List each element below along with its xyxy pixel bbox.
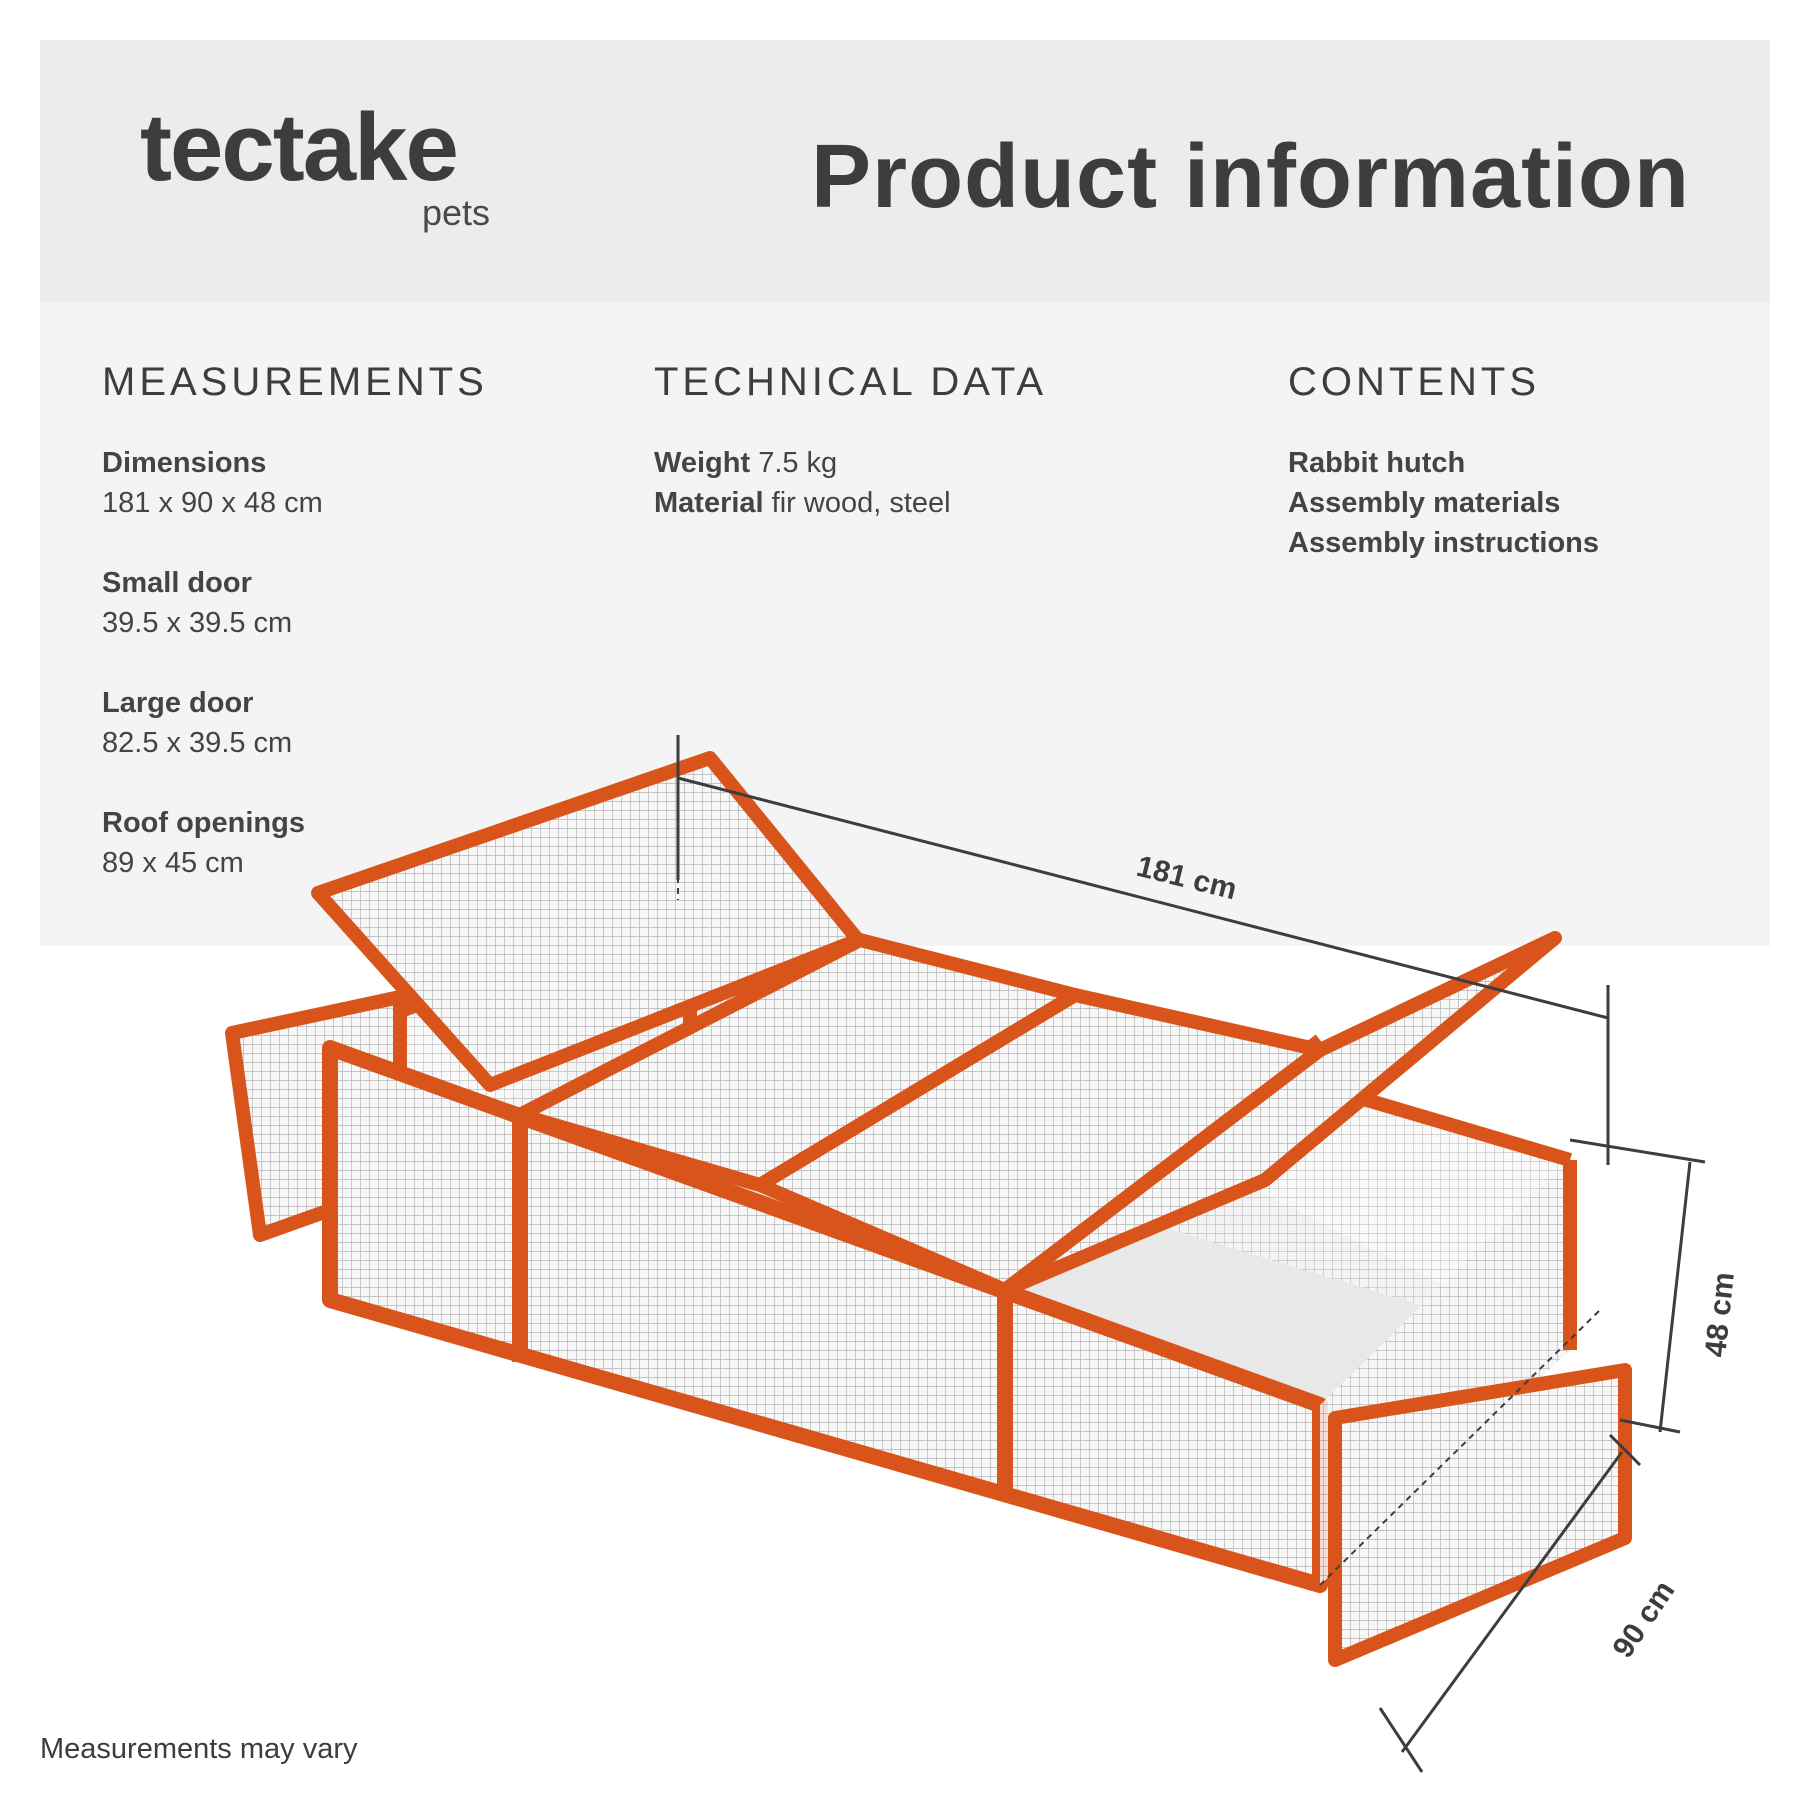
spec-item: Small door 39.5 x 39.5 cm	[102, 563, 602, 643]
footnote: Measurements may vary	[40, 1733, 358, 1765]
depth-dimension-line	[1400, 1451, 1624, 1753]
spec-value: 82.5 x 39.5 cm	[102, 727, 293, 759]
contents-item-label: Assembly instructions	[1288, 527, 1600, 559]
measurements-heading: MEASUREMENTS	[102, 360, 488, 404]
brand-logo: tectake pets	[140, 94, 500, 234]
spec-value: 39.5 x 39.5 cm	[102, 607, 293, 639]
spec-item: Dimensions 181 x 90 x 48 cm	[102, 443, 602, 523]
spec-item: Roof openings 89 x 45 cm	[102, 803, 602, 883]
technical-data-column: TECHNICAL DATA Weight 7.5 kg Material fi…	[654, 360, 1214, 523]
page-title: Product information	[811, 127, 1690, 227]
roof-opening-right	[998, 931, 1562, 1297]
contents-item: Assembly instructions	[1288, 523, 1748, 563]
height-dimension-line	[1658, 1161, 1692, 1433]
spec-label: Roof openings	[102, 807, 305, 839]
length-dimension-line	[677, 776, 1609, 1020]
contents-item-label: Rabbit hutch	[1288, 447, 1466, 479]
contents-item: Assembly materials	[1288, 483, 1748, 523]
hutch-front-wall	[330, 1048, 1320, 1585]
spec-label: Small door	[102, 567, 252, 599]
tech-row: Material fir wood, steel	[654, 483, 1214, 523]
spec-value: 181 x 90 x 48 cm	[102, 487, 323, 519]
brand-subline: pets	[421, 192, 490, 233]
tech-label: Material	[654, 487, 764, 519]
spec-value: 89 x 45 cm	[102, 847, 244, 879]
measurements-column: MEASUREMENTS Dimensions 181 x 90 x 48 cm…	[102, 360, 602, 923]
length-dimension-label: 181 cm	[1133, 850, 1240, 907]
info-panel: MEASUREMENTS Dimensions 181 x 90 x 48 cm…	[40, 302, 1770, 946]
contents-item: Rabbit hutch	[1288, 443, 1748, 483]
spec-label: Dimensions	[102, 447, 267, 479]
contents-heading: CONTENTS	[1288, 360, 1540, 404]
large-door-right	[1328, 1363, 1632, 1667]
tech-value: 7.5 kg	[758, 447, 838, 479]
roof-middle-panels	[513, 933, 1327, 1297]
brand-name: tectake	[140, 94, 459, 201]
spec-item: Large door 82.5 x 39.5 cm	[102, 683, 602, 763]
tech-value: fir wood, steel	[771, 487, 951, 519]
height-dimension-label: 48 cm	[1699, 1271, 1741, 1359]
header-banner: tectake pets Product information	[40, 40, 1770, 302]
contents-item-label: Assembly materials	[1288, 487, 1561, 519]
tech-row: Weight 7.5 kg	[654, 443, 1214, 483]
tech-label: Weight	[654, 447, 751, 479]
technical-data-heading: TECHNICAL DATA	[654, 360, 1048, 404]
contents-column: CONTENTS Rabbit hutch Assembly materials…	[1288, 360, 1748, 563]
spec-label: Large door	[102, 687, 254, 719]
depth-dimension-label: 90 cm	[1606, 1575, 1681, 1664]
